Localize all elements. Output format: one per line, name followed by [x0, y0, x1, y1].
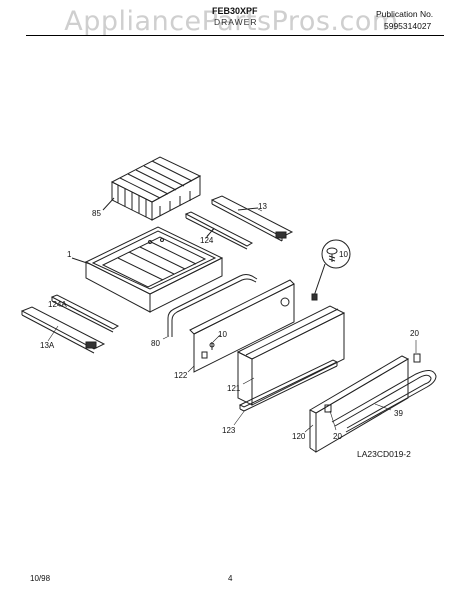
publication-label: Publication No.: [376, 9, 434, 19]
screw-part: [311, 239, 351, 301]
wire-rack-part: [102, 156, 202, 221]
model-number: FEB30XPF: [212, 6, 258, 16]
publication-number: 5995314027: [384, 21, 432, 31]
callout-123: 123: [222, 426, 236, 435]
callout-13: 13: [258, 202, 267, 211]
callout-85: 85: [92, 209, 101, 218]
callout-10-panel: 10: [218, 330, 227, 339]
left-slide-rail-part: [20, 306, 106, 354]
callout-80: 80: [151, 339, 160, 348]
callout-122: 122: [174, 371, 188, 380]
callout-10-screw: 10: [339, 250, 348, 259]
left-spacer-part: [50, 294, 120, 333]
revision-date: 10/98: [30, 574, 51, 583]
leader-lines: [47, 208, 417, 433]
right-slide-rail-part: [210, 195, 294, 242]
figure-code: LA23CD019-2: [357, 449, 411, 459]
gasket-part: [167, 274, 258, 337]
section-title: DRAWER: [214, 17, 258, 27]
callout-20-upper: 20: [410, 329, 419, 338]
header-rule: [26, 35, 444, 36]
bottom-trim-part: [238, 359, 339, 412]
drawer-front-part: [236, 305, 346, 406]
inner-panel-part: [189, 279, 295, 373]
callout-121: 121: [227, 384, 241, 393]
callout-124a: 124A: [48, 300, 67, 309]
callout-124: 124: [200, 236, 214, 245]
watermark: AppliancePartsPros.com: [64, 6, 399, 37]
handle-part: [331, 353, 437, 433]
drawer-pan-part: [71, 226, 224, 313]
callout-20-lower: 20: [333, 432, 342, 441]
callout-120: 120: [292, 432, 306, 441]
callout-39: 39: [394, 409, 403, 418]
callout-13a: 13A: [40, 341, 55, 350]
callout-1: 1: [67, 250, 72, 259]
upper-spacer-part: [184, 211, 254, 250]
outer-front-part: [308, 355, 410, 453]
page-number: 4: [228, 574, 233, 583]
